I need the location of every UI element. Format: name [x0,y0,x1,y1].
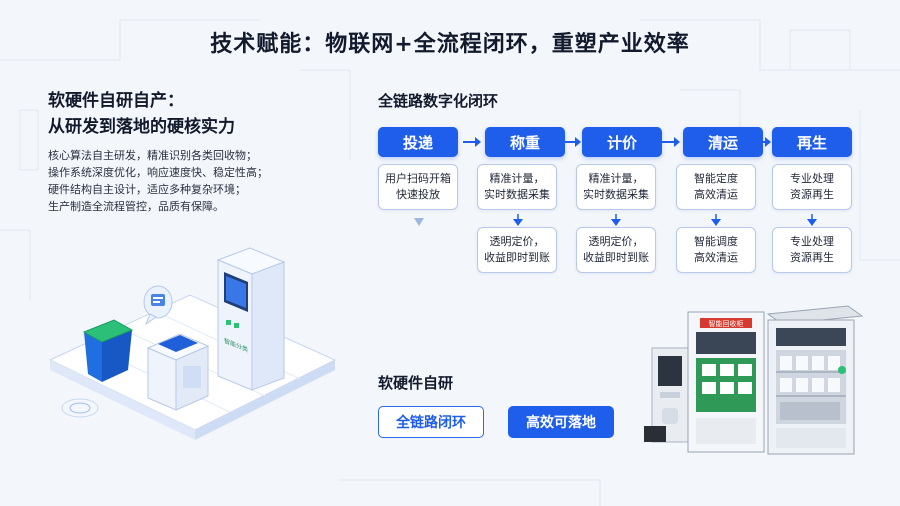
green-machine-icon: 智能回收柜 [687,311,765,453]
white-cabinet-icon [146,333,210,411]
step-regenerate: 再生 [772,127,852,157]
arrow-right-icon [463,137,481,147]
recycling-machines-image: 智能回收柜 [644,305,864,455]
bottom-heading: 软硬件自研 [378,374,454,392]
card-line: 高效清运 [694,188,738,201]
floor-ripple-icon [61,398,99,418]
kiosk-icon: 智能分类 [216,247,286,391]
chat-bubble-icon [143,285,173,326]
left-heading-line2: 从研发到落地的硬核实力 [48,117,235,137]
card-line: 透明定价， [489,235,545,248]
left-heading-line1: 软硬件自研自产： [48,91,184,111]
card-deliver: 用户扫码开箱快速投放 [378,164,458,210]
desc-line: 硬件结构自主设计，适应多种复杂环境； [48,183,246,196]
left-heading: 软硬件自研自产： 从研发到落地的硬核实力 [48,88,235,140]
battery-box-icon [644,426,666,442]
step-clear: 清运 [683,127,763,157]
card-weigh: 精准计量， 实时数据采集 [477,164,557,210]
card-line: 快速投放 [396,188,440,201]
step-weigh: 称重 [485,127,565,157]
card-line: 用户扫码开箱 [385,172,451,185]
card-line: 精准计量， [588,172,644,185]
arrow-right-icon [563,137,581,147]
desc-line: 生产制造全流程管控，品质有保障。 [48,200,224,213]
step-price: 计价 [582,127,662,157]
card-line: 资源再生 [790,188,834,201]
card-clear-result: 智能调度高效清运 [676,227,756,273]
card-clear: 智能定度高效清运 [676,164,756,210]
flow-heading: 全链路数字化闭环 [378,92,499,110]
tag-full-chain: 全链路闭环 [378,406,484,438]
green-bin-icon [82,319,134,382]
page-title: 技术赋能：物联网+全流程闭环，重塑产业效率 [210,32,690,57]
arrow-down-icon [711,214,721,226]
arrow-down-icon [611,214,621,226]
arrow-right-icon [662,137,680,147]
card-line: 收益即时到账 [583,251,649,264]
card-regenerate-result: 专业处理资源再生 [772,227,852,273]
step-deliver: 投递 [378,127,458,157]
card-line: 智能调度 [694,235,738,248]
isometric-recycling-illustration: 智能分类 [48,247,337,440]
arrow-down-icon [807,214,817,226]
card-line: 透明定价， [588,235,644,248]
card-line: 高效清运 [694,251,738,264]
card-price: 精准计量， 实时数据采集 [576,164,656,210]
shelf-machine-icon [766,305,864,455]
machine-banner: 智能回收柜 [709,319,744,328]
card-line: 智能定度 [694,172,738,185]
card-regenerate: 专业处理资源再生 [772,164,852,210]
card-line: 实时数据采集 [484,188,550,201]
card-weigh-result: 透明定价， 收益即时到账 [477,227,557,273]
platform-side-left [50,360,195,440]
arrow-right-icon [753,137,771,147]
card-line: 实时数据采集 [583,188,649,201]
card-line: 专业处理 [790,172,834,185]
platform-side-right [195,360,335,440]
card-line: 收益即时到账 [484,251,550,264]
card-line: 资源再生 [790,251,834,264]
left-description: 核心算法自主研发，精准识别各类回收物； 操作系统深度优化，响应速度快、稳定性高；… [48,147,308,215]
card-line: 精准计量， [489,172,545,185]
tag-efficient: 高效可落地 [508,406,614,438]
card-line: 专业处理 [790,235,834,248]
arrow-down-icon [513,214,523,226]
desc-line: 操作系统深度优化，响应速度快、稳定性高； [48,166,268,179]
card-price-result: 透明定价， 收益即时到账 [576,227,656,273]
desc-line: 核心算法自主研发，精准识别各类回收物； [48,149,257,162]
arrow-down-icon [414,218,424,226]
